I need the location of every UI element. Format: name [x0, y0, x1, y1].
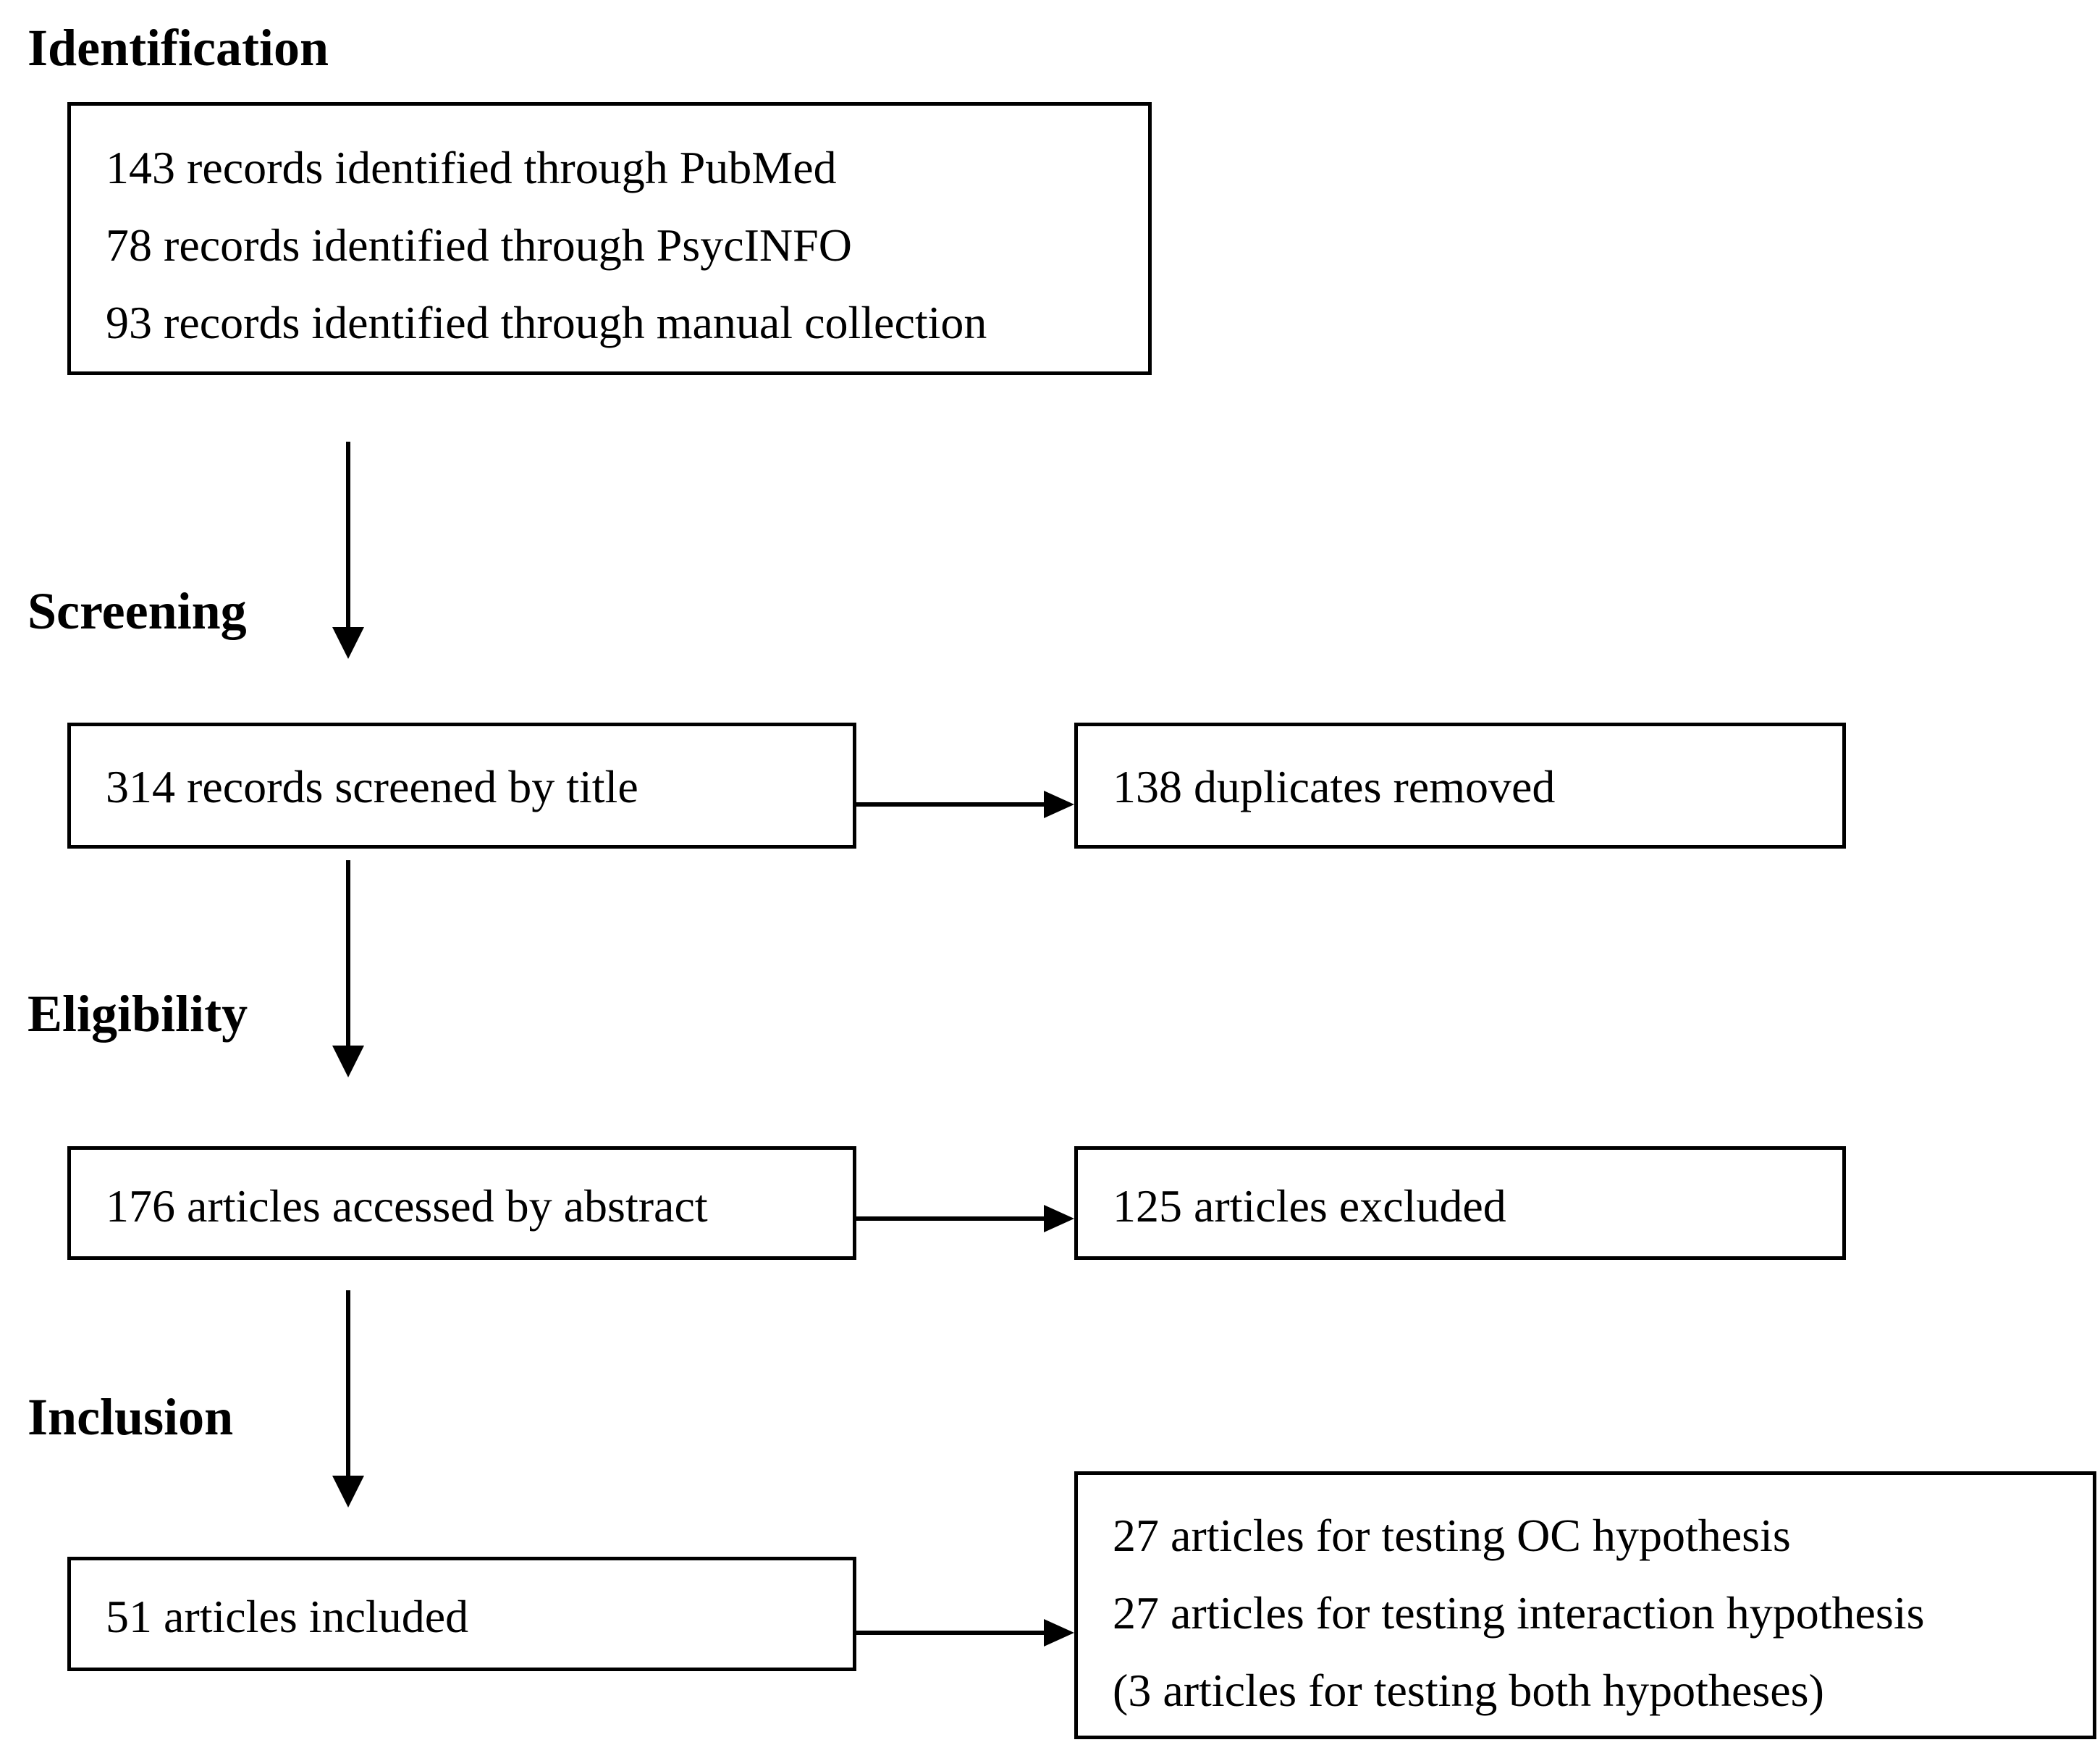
result-line-oc: 27 articles for testing OC hypothesis [1113, 1510, 1791, 1561]
stage-label-eligibility: Eligibility [28, 985, 248, 1043]
identification-line-psycinfo: 78 records identified through PsycINFO [106, 219, 852, 271]
screening-box: 314 records screened by title [67, 723, 856, 849]
arrow-screening-to-eligibility [332, 860, 364, 1077]
arrow-identification-to-screening [332, 442, 364, 659]
screening-text: 314 records screened by title [106, 761, 638, 812]
duplicates-box: 138 duplicates removed [1074, 723, 1846, 849]
arrow-eligibility-to-inclusion [332, 1290, 364, 1508]
arrow-screening-to-duplicates [856, 791, 1074, 818]
inclusion-box: 51 articles included [67, 1557, 856, 1671]
excluded-text: 125 articles excluded [1113, 1180, 1506, 1232]
stage-label-screening: Screening [28, 582, 247, 640]
identification-line-manual: 93 records identified through manual col… [106, 297, 987, 348]
result-line-interaction: 27 articles for testing interaction hypo… [1113, 1587, 1925, 1639]
stage-label-inclusion: Inclusion [28, 1388, 234, 1446]
excluded-box: 125 articles excluded [1074, 1146, 1846, 1260]
identification-box: 143 records identified through PubMed 78… [67, 102, 1152, 375]
stage-label-identification: Identification [28, 19, 329, 77]
arrow-inclusion-to-result [856, 1619, 1074, 1647]
arrow-eligibility-to-excluded [856, 1205, 1074, 1232]
result-box: 27 articles for testing OC hypothesis 27… [1074, 1471, 2096, 1739]
eligibility-text: 176 articles accessed by abstract [106, 1180, 708, 1232]
identification-line-pubmed: 143 records identified through PubMed [106, 142, 837, 193]
inclusion-text: 51 articles included [106, 1591, 469, 1642]
duplicates-text: 138 duplicates removed [1113, 761, 1556, 812]
result-line-both: (3 articles for testing both hypotheses) [1113, 1665, 1824, 1716]
eligibility-box: 176 articles accessed by abstract [67, 1146, 856, 1260]
